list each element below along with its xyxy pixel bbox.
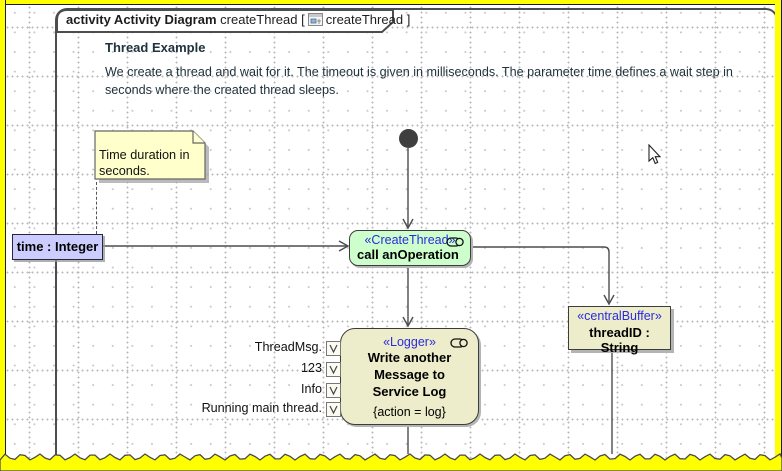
activity-diagram-icon [307, 13, 323, 26]
text-thread-example[interactable]: Thread Example [105, 40, 206, 55]
call-behavior-icon [446, 237, 464, 247]
stereotype-centralbuffer: «centralBuffer» [577, 309, 662, 323]
action-call-anoperation[interactable]: «CreateThread» call anOperation [349, 230, 471, 266]
frame-keyword: activity Activity Diagram [66, 12, 217, 27]
pin-label[interactable]: Info [300, 382, 322, 396]
screenshot-border-left [0, 0, 6, 458]
action-constraint: {action = log} [373, 405, 446, 419]
action-name-line: Message to [374, 367, 445, 382]
stereotype-createthread: «CreateThread» [364, 233, 456, 247]
frame-header[interactable]: activity Activity Diagram createThread [… [66, 12, 411, 27]
stereotype-logger: «Logger» [383, 335, 436, 349]
pin-label[interactable]: 123 [300, 361, 322, 375]
value-pin-icon [329, 344, 338, 354]
value-pin-icon [329, 365, 338, 375]
action-name-line: Service Log [372, 384, 447, 399]
call-behavior-icon [450, 338, 468, 348]
central-buffer-name: threadID : String [589, 325, 650, 355]
screenshot-border-right [775, 0, 782, 458]
input-pin[interactable] [326, 402, 341, 417]
central-buffer-threadid[interactable]: «centralBuffer» threadID : String [568, 306, 671, 355]
screenshot-border-top [0, 0, 782, 5]
initial-node[interactable] [399, 129, 418, 148]
value-pin-icon [329, 405, 338, 415]
pin-label[interactable]: Running main thread. [201, 401, 322, 415]
note-anchor-line [96, 182, 97, 234]
input-pin[interactable] [326, 341, 341, 356]
action-name-line: Write another [367, 350, 452, 365]
pin-label[interactable]: ThreadMsg. [254, 340, 322, 354]
frame-context-name: createThread [220, 12, 298, 27]
frame-diagram-name: createThread [325, 12, 404, 27]
input-pin[interactable] [326, 362, 341, 377]
torn-edge-bottom [0, 453, 782, 471]
note[interactable] [94, 130, 210, 184]
note-text: Time duration in seconds. [99, 148, 190, 178]
value-pin-icon [329, 386, 338, 396]
action-name: call anOperation [357, 247, 459, 262]
mouse-cursor [648, 144, 662, 165]
text-description[interactable]: We create a thread and wait for it. The … [105, 65, 733, 97]
action-logger[interactable]: «Logger» Write another Message to Servic… [340, 328, 479, 425]
input-pin[interactable] [326, 383, 341, 398]
activity-parameter-time[interactable]: time : Integer [12, 234, 103, 260]
